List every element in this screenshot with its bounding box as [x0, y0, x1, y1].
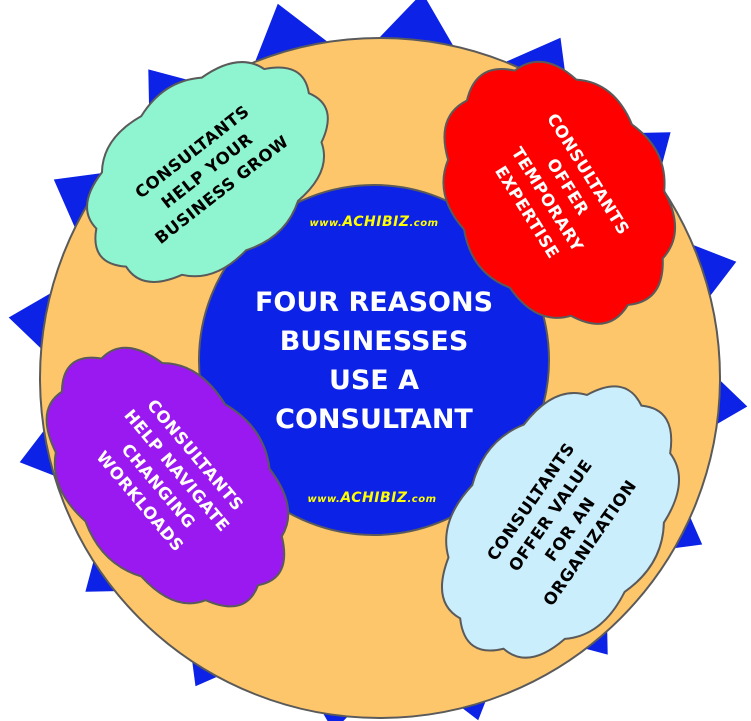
cloud-workloads-shape	[45, 346, 290, 608]
center-title-line-2: BUSINESSES	[280, 326, 469, 357]
cloud-value: CONSULTANTS OFFER VALUE FOR AN ORGANIZAT…	[441, 385, 681, 659]
cloud-value-shape	[441, 385, 681, 659]
center-circle	[198, 184, 550, 536]
center-title-line-3: USE A	[329, 365, 419, 396]
cloud-workloads: CONSULTANTS HELP NAVIGATE CHANGING WORKL…	[45, 346, 290, 608]
center-title-line-4: CONSULTANT	[275, 404, 473, 435]
watermark-url-bottom: www.ACHIBIZ.com	[307, 490, 436, 506]
cloud-grow: CONSULTANTS HELP YOUR BUSINESS GROW	[86, 61, 329, 283]
center-title: FOUR REASONS BUSINESSES USE A CONSULTANT	[255, 287, 493, 435]
cloud-grow-shape	[86, 61, 329, 283]
cloud-expertise-shape	[442, 60, 677, 325]
cloud-expertise: CONSULTANTS OFFER TEMPORARY EXPERTISE	[442, 60, 677, 325]
watermark-url-top: www.ACHIBIZ.com	[309, 214, 438, 230]
center-title-line-1: FOUR REASONS	[255, 287, 493, 318]
